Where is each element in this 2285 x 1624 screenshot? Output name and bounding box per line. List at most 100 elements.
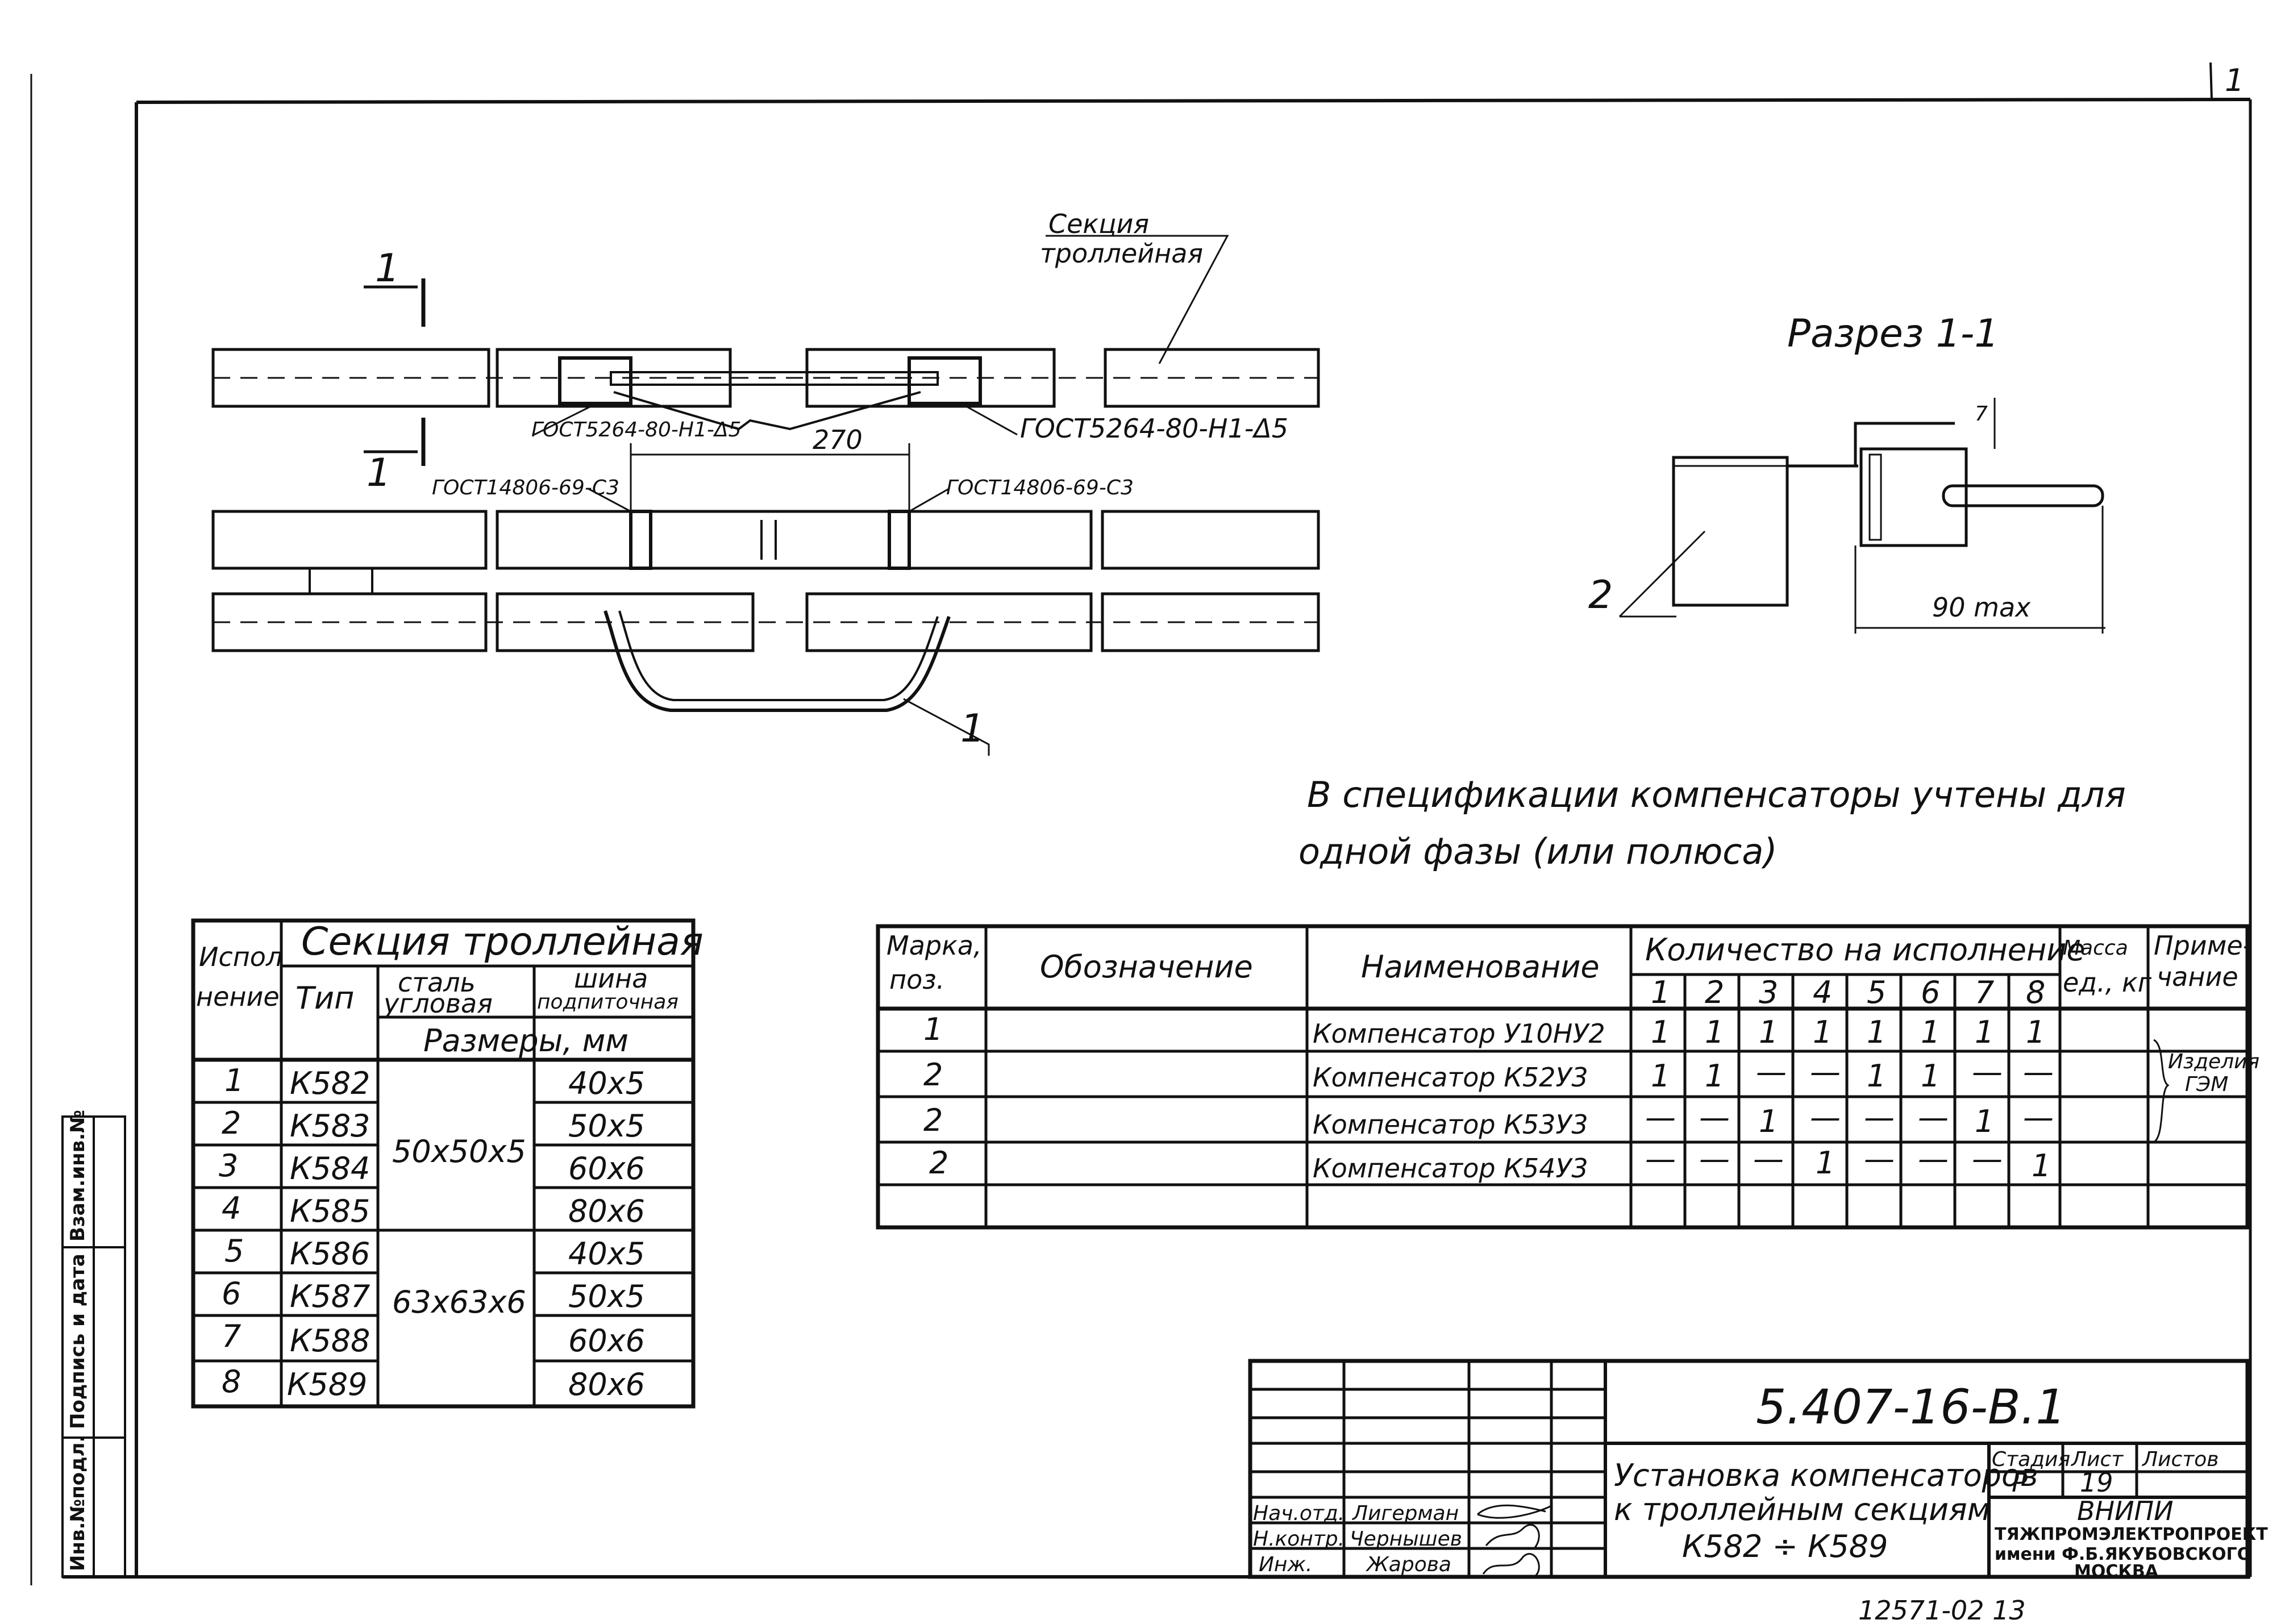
spec-row-4-name: Компенсатор К54У3 <box>1313 1153 1588 1184</box>
lt-row-4-n: 4 <box>222 1190 241 1226</box>
lt-h-sizes: Размеры, мм <box>423 1023 629 1059</box>
gost-left-mid: ГОСТ14806-69-С3 <box>432 476 619 499</box>
corner-mark: 1 <box>2225 63 2244 98</box>
spec-row-4-q4: 1 <box>1816 1145 1835 1181</box>
spec-row-2-q1: 1 <box>1651 1058 1670 1094</box>
spec-table-text: Марка, поз. Обозначение Наименование Кол… <box>886 930 2259 1184</box>
spec-h-col-4: 4 <box>1813 975 1832 1010</box>
lt-row-8-n: 8 <box>222 1364 241 1400</box>
lt-row-2-n: 2 <box>222 1105 241 1141</box>
left-table-text: Испол нение Секция троллейная Тип сталь … <box>196 919 704 1402</box>
spec-row-3-mark: 2 <box>923 1102 943 1138</box>
gost-right-top: ГОСТ5264-80-Н1-Δ5 <box>1020 413 1288 444</box>
spec-row-1-q7: 1 <box>1975 1014 1994 1050</box>
spec-row-3-q4: — <box>1810 1100 1841 1135</box>
lt-row-4-type: К585 <box>290 1193 370 1229</box>
lt-row-5-type: К586 <box>290 1236 370 1272</box>
lt-row-8-type: К589 <box>287 1367 367 1402</box>
dim-small: 7 <box>1975 402 1988 426</box>
org-line-3: имени Ф.Б.ЯКУБОВСКОГО <box>1995 1544 2251 1564</box>
person-2-name: Чернышев <box>1350 1527 1462 1551</box>
spec-h-col-8: 8 <box>2026 975 2045 1010</box>
spec-row-3-q1: — <box>1645 1100 1676 1135</box>
spec-h-note-2: чание <box>2157 961 2238 992</box>
section-mark-bottom: 1 <box>367 451 391 495</box>
spec-row-3-name: Компенсатор К53У3 <box>1313 1109 1588 1140</box>
drawing-code: 5.407-16-В.1 <box>1756 1379 2066 1435</box>
title-line-3: К582 ÷ К589 <box>1682 1529 1888 1564</box>
spec-h-col-6: 6 <box>1921 975 1940 1010</box>
spec-row-1-q6: 1 <box>1921 1014 1940 1050</box>
spec-row-4-q8: 1 <box>2032 1148 2051 1184</box>
spec-h-qty: Количество на исполнение <box>1645 932 2086 968</box>
sheet-value: 19 <box>2080 1467 2113 1498</box>
spec-h-name: Наименование <box>1361 949 1600 985</box>
note-line-2: одной фазы (или полюса) <box>1298 831 1778 872</box>
title-line-2: к троллейным секциям <box>1614 1492 1990 1527</box>
spec-row-3-q3: 1 <box>1759 1104 1778 1139</box>
spec-h-designation: Обозначение <box>1040 949 1253 985</box>
lt-row-7-bus: 60х6 <box>568 1323 645 1359</box>
lt-row-7-type: К588 <box>290 1323 370 1359</box>
person-1-name: Лигерман <box>1351 1502 1459 1525</box>
person-1-role: Нач.отд. <box>1253 1502 1345 1525</box>
spec-row-4-q6: — <box>1918 1141 1949 1177</box>
spec-row-2-q3: — <box>1756 1054 1787 1090</box>
spec-row-3-q2: — <box>1699 1100 1730 1135</box>
dim-90-max: 90 max <box>1932 592 2031 623</box>
lt-row-1-n: 1 <box>224 1063 244 1098</box>
spec-row-3-q8: — <box>2023 1100 2054 1135</box>
lt-row-1-type: К582 <box>290 1065 370 1101</box>
person-3-name: Жарова <box>1366 1553 1451 1576</box>
spec-remark-2: ГЭМ <box>2185 1073 2228 1096</box>
spec-h-note-1: Приме- <box>2154 930 2252 961</box>
org-line-1: ВНИПИ <box>2077 1496 2174 1526</box>
spec-row-4-mark: 2 <box>929 1145 948 1181</box>
spec-h-col-7: 7 <box>1975 975 1994 1010</box>
lt-h-type: Тип <box>295 980 354 1016</box>
spec-row-3-q5: — <box>1864 1100 1895 1135</box>
title-block <box>1248 1359 2250 1579</box>
spec-table <box>876 924 2250 1230</box>
lt-row-3-type: К584 <box>290 1151 370 1186</box>
lt-h-steel-1: сталь <box>398 967 476 998</box>
lt-h-steel-2: угловая <box>382 988 493 1019</box>
plan-drawing-labels: Секция троллейная 1 1 ГОСТ5264-80-Н1-Δ5 … <box>367 209 1288 751</box>
lt-row-5-n: 5 <box>224 1233 244 1269</box>
spec-h-col-5: 5 <box>1867 975 1886 1010</box>
section-view-title: Разрез 1-1 <box>1787 311 1999 356</box>
lt-row-7-n: 7 <box>222 1318 241 1354</box>
spec-h-col-1: 1 <box>1651 975 1670 1010</box>
spec-h-mass-1: Масса <box>2063 936 2128 960</box>
lt-row-1-bus: 40х5 <box>568 1065 645 1101</box>
lt-row-6-bus: 50х5 <box>568 1279 645 1314</box>
sheet-frame <box>30 62 2252 1585</box>
spec-row-1-name: Компенсатор У10НУ2 <box>1313 1018 1605 1049</box>
spec-row-1-mark: 1 <box>923 1011 943 1047</box>
side-stamp-replace-inv: Взам.инв.№ <box>66 1110 89 1242</box>
spec-row-4-q5: — <box>1864 1141 1895 1177</box>
section-view-mark: 2 <box>1588 573 1613 618</box>
spec-remark-1: Изделия <box>2168 1050 2259 1073</box>
lt-row-8-bus: 80х6 <box>568 1367 645 1402</box>
signature-marks <box>1477 1504 1552 1578</box>
section-view <box>1618 398 2105 634</box>
plan-drawing <box>211 235 1320 756</box>
spec-row-2-q7: — <box>1972 1054 2003 1090</box>
spec-row-3-q6: — <box>1918 1100 1949 1135</box>
spec-h-col-2: 2 <box>1705 975 1724 1010</box>
side-stamp-inv-orig: Инв.№подл. <box>66 1435 89 1571</box>
section-mark-top: 1 <box>375 246 399 291</box>
spec-row-4-q2: — <box>1699 1141 1730 1177</box>
lt-row-3-bus: 60х6 <box>568 1151 645 1186</box>
section-label-top: Секция <box>1048 209 1149 239</box>
person-2-role: Н.контр. <box>1253 1527 1345 1551</box>
person-3-role: Инж. <box>1259 1553 1312 1576</box>
spec-row-2-q5: 1 <box>1867 1058 1886 1094</box>
org-line-2: ТЯЖПРОМЭЛЕКТРОПРОЕКТ <box>1995 1525 2268 1544</box>
lt-h-isp-1: Испол <box>199 942 282 972</box>
lt-steel-a: 50х50х5 <box>392 1134 526 1169</box>
lt-row-5-bus: 40х5 <box>568 1236 645 1272</box>
spec-row-1-q2: 1 <box>1705 1014 1724 1050</box>
spec-row-3-q7: 1 <box>1975 1104 1994 1139</box>
